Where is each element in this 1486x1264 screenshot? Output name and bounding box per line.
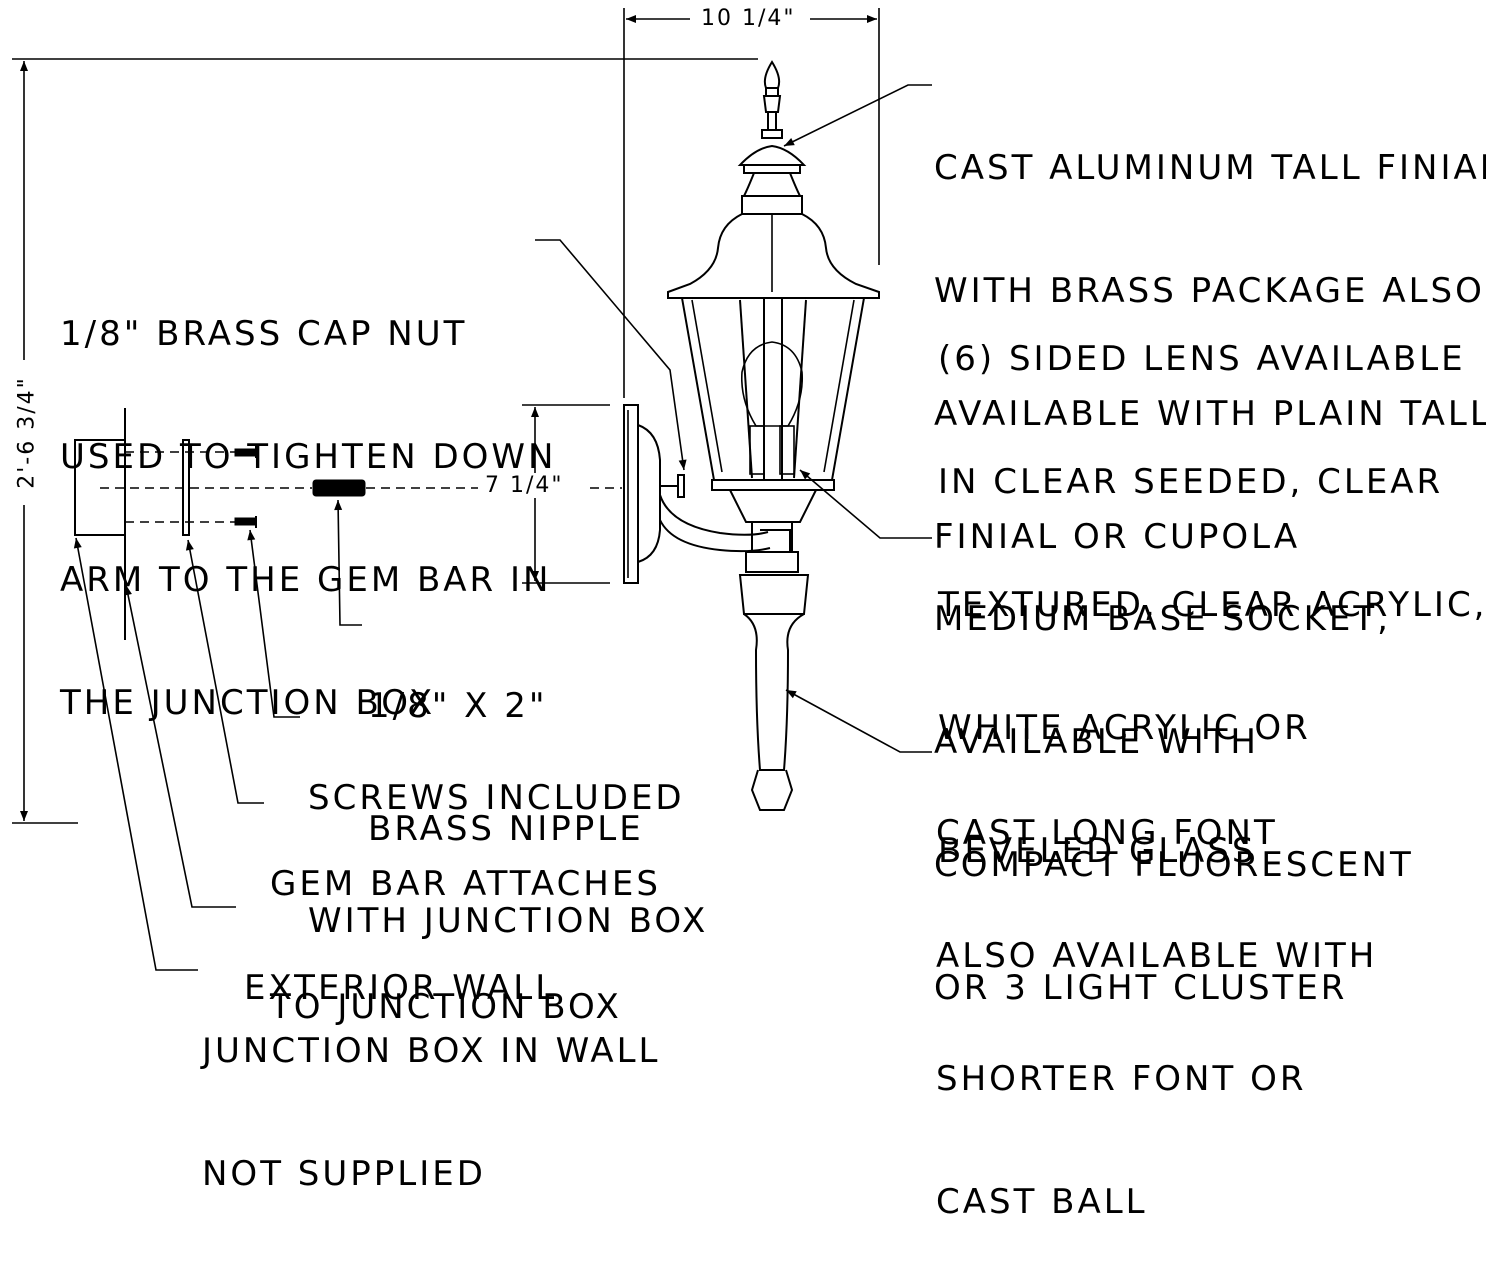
nipple-callout-line: 1/8" X 2" — [368, 686, 548, 726]
socket-callout-line: OR 3 LIGHT CLUSTER — [934, 968, 1348, 1008]
font-callout-line: SHORTER FONT OR — [936, 1059, 1307, 1099]
cap-nut-callout-line: ARM TO THE GEM BAR IN — [60, 560, 552, 600]
width-dimension-label: 10 1/4" — [698, 6, 799, 31]
finial-callout-line: CAST ALUMINUM TALL FINIAL — [934, 148, 1486, 188]
gem-bar-callout-line: TO JUNCTION BOX — [270, 987, 622, 1027]
wall-callout-line: EXTERIOR WALL — [244, 968, 558, 1008]
extension-dimension-label: 7 1/4" — [482, 473, 567, 498]
nipple-callout-line: BRASS NIPPLE — [368, 809, 644, 849]
lens-callout: (6) SIDED LENS AVAILABLE IN CLEAR SEEDED… — [938, 257, 1486, 913]
finial-callout-line: WITH BRASS PACKAGE ALSO — [934, 271, 1485, 311]
lens-callout-line: BEVELED GLASS — [938, 831, 1257, 871]
finial-callout-line: FINIAL OR CUPOLA — [934, 517, 1301, 557]
junction-box-callout-line: NOT SUPPLIED — [202, 1154, 486, 1194]
lens-callout-line: (6) SIDED LENS AVAILABLE — [938, 339, 1466, 379]
socket-callout-line: COMPACT FLUORESCENT — [934, 845, 1414, 885]
leader-cap-nut — [535, 239, 687, 471]
socket-callout-line: MEDIUM BASE SOCKET, — [934, 599, 1391, 639]
leader-junction-box — [73, 537, 198, 971]
finial — [737, 60, 807, 174]
lantern-drawing — [12, 8, 932, 971]
leader-finial — [783, 84, 932, 147]
leader-nipple — [334, 499, 362, 626]
lens-callout-line: TEXTURED, CLEAR ACRYLIC, — [938, 585, 1486, 625]
height-dimension — [12, 58, 758, 824]
gem-bar-callout-line: GEM BAR ATTACHES — [270, 864, 661, 904]
lens-callout-line: IN CLEAR SEEDED, CLEAR — [938, 462, 1444, 502]
wall-callout: EXTERIOR WALL — [244, 886, 557, 1050]
junction-box-callout: JUNCTION BOX IN WALL NOT SUPPLIED — [202, 949, 660, 1236]
font-callout: CAST LONG FONT ALSO AVAILABLE WITH SHORT… — [936, 731, 1377, 1264]
gem-bar-callout: GEM BAR ATTACHES TO JUNCTION BOX — [270, 782, 661, 1069]
junction-box-callout-line: JUNCTION BOX IN WALL — [202, 1031, 661, 1071]
screws-callout: SCREWS INCLUDED WITH JUNCTION BOX — [308, 696, 708, 983]
leader-font — [785, 689, 932, 753]
finial-callout: CAST ALUMINUM TALL FINIAL WITH BRASS PAC… — [934, 66, 1486, 599]
font-callout-line: ALSO AVAILABLE WITH — [936, 936, 1378, 976]
leader-gem-bar — [185, 539, 264, 804]
leader-wall — [124, 584, 236, 908]
cap-nut-callout-line: THE JUNCTION BOX — [60, 683, 436, 723]
socket-callout-line: AVAILABLE WITH — [934, 722, 1259, 762]
junction-box — [74, 439, 125, 536]
font-callout-line: CAST LONG FONT — [936, 813, 1278, 853]
leader-screws — [247, 529, 300, 718]
cap-nut-callout-line: USED TO TIGHTEN DOWN — [60, 437, 557, 477]
lantern-cap — [667, 172, 880, 299]
finial-callout-line: AVAILABLE WITH PLAIN TALL — [934, 394, 1486, 434]
socket-callout: MEDIUM BASE SOCKET, AVAILABLE WITH COMPA… — [934, 517, 1414, 1050]
lens-callout-line: WHITE ACRYLIC OR — [938, 708, 1311, 748]
lantern-font — [738, 574, 810, 811]
cap-nut-callout: 1/8" BRASS CAP NUT USED TO TIGHTEN DOWN … — [60, 232, 556, 765]
screws — [125, 446, 257, 528]
brass-nipple — [312, 479, 366, 497]
screws-callout-line: SCREWS INCLUDED — [308, 778, 685, 818]
cap-nut — [660, 474, 685, 498]
lantern-lens — [681, 297, 865, 481]
width-dimension — [623, 8, 880, 398]
lantern-bottom — [711, 479, 835, 573]
cap-nut-callout-line: 1/8" BRASS CAP NUT — [60, 314, 468, 354]
backplate — [623, 404, 661, 584]
nipple-callout: 1/8" X 2" BRASS NIPPLE — [368, 604, 644, 891]
height-dimension-label: 2'-6 3/4" — [14, 369, 40, 496]
leader-socket — [799, 469, 932, 539]
lantern-arm — [659, 494, 791, 553]
screws-callout-line: WITH JUNCTION BOX — [308, 901, 709, 941]
font-callout-line: CAST BALL — [936, 1182, 1148, 1222]
